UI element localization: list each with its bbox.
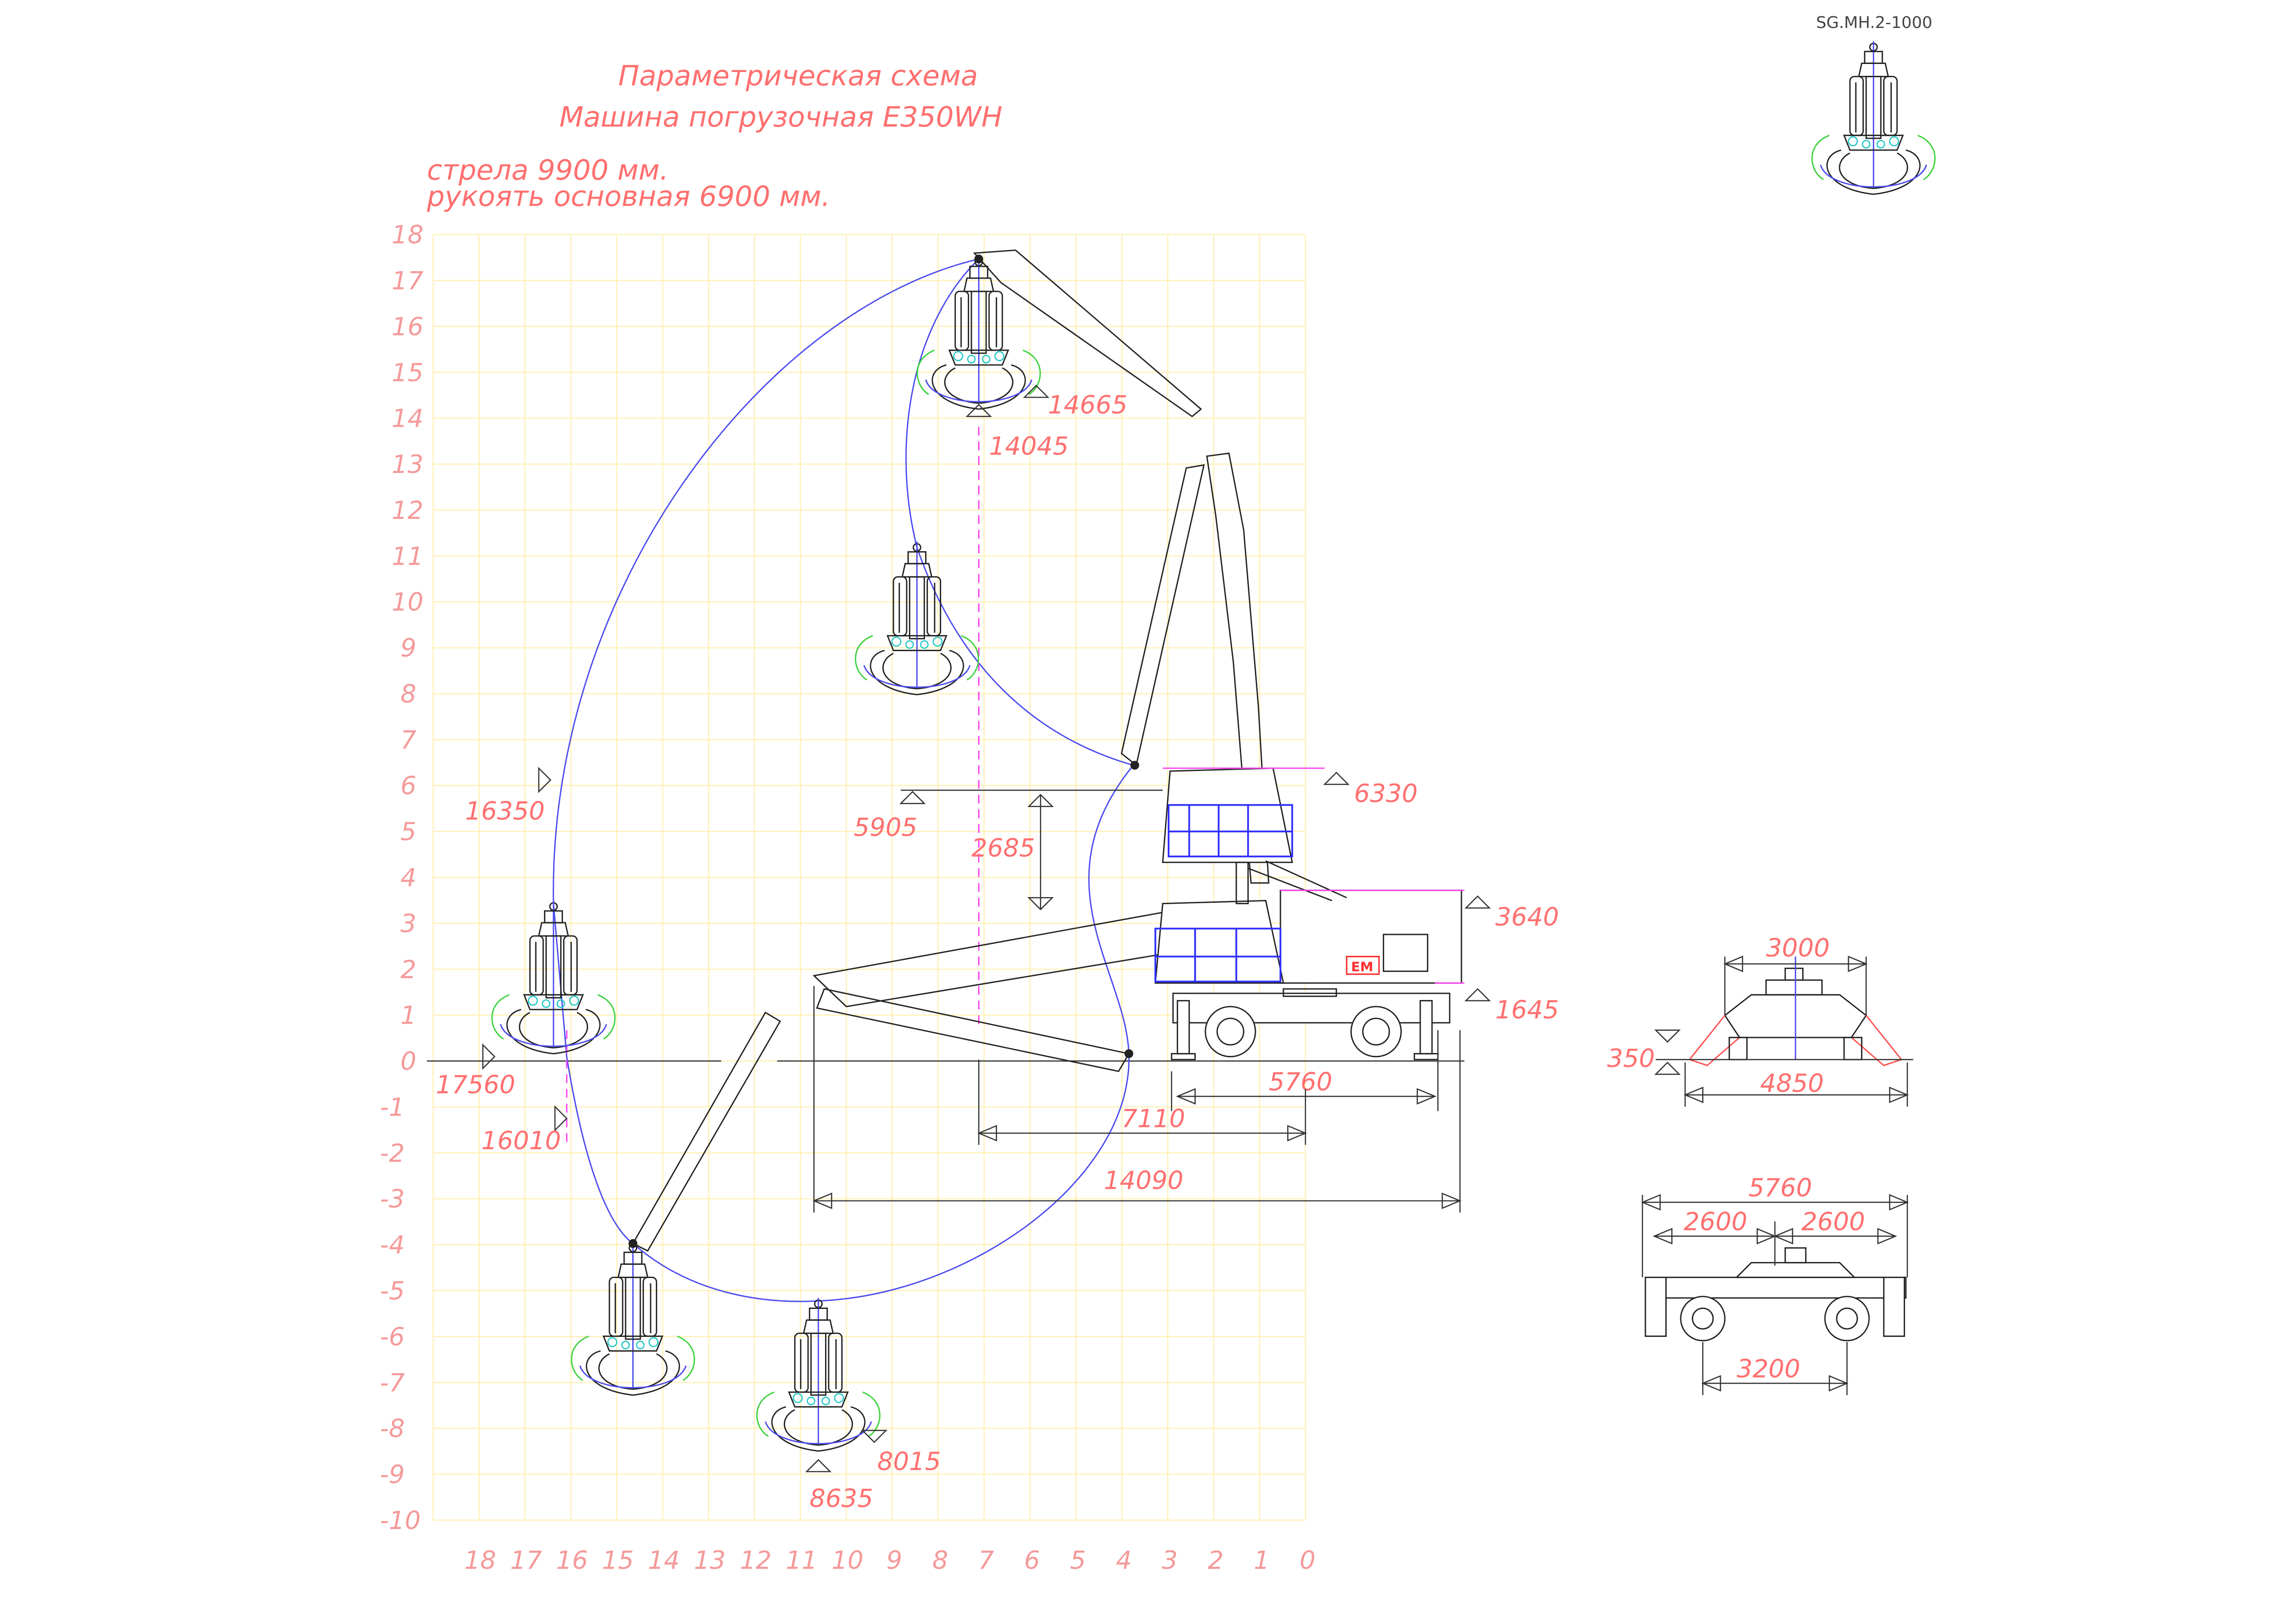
dim-5760-side: 5760 bbox=[1748, 1174, 1812, 1203]
dim-14665: 14665 bbox=[1048, 391, 1127, 420]
dim-2600-right: 2600 bbox=[1801, 1208, 1865, 1236]
y-tick-label: 11 bbox=[391, 542, 423, 571]
x-tick-label: 7 bbox=[978, 1546, 994, 1575]
machine-side-view: EM bbox=[1154, 767, 1465, 1061]
x-tick-label: 2 bbox=[1208, 1546, 1224, 1575]
dim-17560: 17560 bbox=[436, 1071, 516, 1099]
x-tick-label: 13 bbox=[694, 1546, 726, 1575]
y-tick-label: 7 bbox=[400, 726, 417, 754]
y-tick-label: 4 bbox=[400, 863, 417, 892]
grid bbox=[432, 234, 1307, 1521]
machine-front-view: 3000 4850 350 bbox=[1607, 934, 1914, 1107]
dim-2685: 2685 bbox=[971, 834, 1035, 863]
x-tick-label: 16 bbox=[556, 1546, 588, 1575]
y-tick-label: 15 bbox=[391, 358, 423, 387]
boom-stick-poses bbox=[628, 249, 1270, 1252]
x-tick-label: 3 bbox=[1162, 1546, 1178, 1575]
y-tick-label: 0 bbox=[400, 1047, 417, 1076]
y-tick-label: 13 bbox=[391, 450, 423, 479]
dim-4850: 4850 bbox=[1760, 1069, 1824, 1098]
x-tick-label: 5 bbox=[1070, 1546, 1086, 1575]
dim-3200: 3200 bbox=[1737, 1355, 1800, 1384]
dim-3640: 3640 bbox=[1495, 903, 1559, 932]
x-tick-label: 4 bbox=[1116, 1546, 1132, 1575]
dim-14045: 14045 bbox=[989, 432, 1069, 461]
dim-8635: 8635 bbox=[809, 1484, 873, 1513]
x-tick-label: 1 bbox=[1253, 1546, 1270, 1575]
y-tick-label: 2 bbox=[400, 955, 417, 984]
y-tick-label: 12 bbox=[391, 496, 423, 525]
brand-logo: EM bbox=[1351, 959, 1373, 975]
grab-low-left bbox=[571, 1241, 695, 1396]
y-tick-label: -2 bbox=[380, 1139, 405, 1168]
x-tick-label: 6 bbox=[1024, 1546, 1040, 1575]
drawing-code: SG.MH.2-1000 bbox=[1816, 13, 1932, 32]
y-tick-label: -10 bbox=[380, 1506, 421, 1535]
dimension-annotations: 14665 14045 6330 5905 2685 3640 1645 163… bbox=[436, 384, 1559, 1513]
dim-16010: 16010 bbox=[481, 1126, 561, 1155]
x-tick-label: 11 bbox=[786, 1546, 817, 1575]
x-tick-label: 14 bbox=[648, 1546, 680, 1575]
dim-1645: 1645 bbox=[1495, 996, 1559, 1025]
grab-top bbox=[917, 255, 1041, 410]
y-tick-label: 16 bbox=[391, 312, 423, 341]
x-tick-label: 8 bbox=[932, 1546, 948, 1575]
dim-16350: 16350 bbox=[465, 797, 545, 826]
y-tick-label: -4 bbox=[380, 1231, 405, 1260]
x-tick-label: 0 bbox=[1299, 1546, 1316, 1575]
y-tick-label: -1 bbox=[380, 1093, 405, 1122]
y-tick-label: 14 bbox=[391, 404, 423, 433]
grab-mid bbox=[854, 541, 980, 696]
y-tick-label: 6 bbox=[400, 772, 417, 800]
y-tick-label: 1 bbox=[400, 1001, 417, 1030]
machine-model: Машина погрузочная E350WH bbox=[559, 100, 1002, 133]
dim-5760: 5760 bbox=[1269, 1068, 1332, 1097]
boom-length: стрела 9900 мм. bbox=[427, 154, 669, 186]
diagram-title: Параметрическая схема bbox=[618, 59, 978, 92]
dim-8015: 8015 bbox=[877, 1447, 941, 1476]
y-tick-label: 10 bbox=[391, 588, 423, 617]
y-tick-label: -8 bbox=[380, 1415, 405, 1444]
dim-350: 350 bbox=[1607, 1044, 1655, 1073]
dim-7110: 7110 bbox=[1122, 1105, 1185, 1134]
dim-5905: 5905 bbox=[853, 813, 917, 842]
y-tick-label: 17 bbox=[391, 267, 424, 296]
y-tick-label: 5 bbox=[400, 817, 417, 846]
x-tick-label: 10 bbox=[832, 1546, 863, 1575]
undercarriage-view: 5760 2600 2600 3200 bbox=[1641, 1174, 1909, 1395]
y-tick-label: 18 bbox=[391, 221, 423, 250]
x-tick-label: 9 bbox=[886, 1546, 902, 1575]
y-tick-label: -5 bbox=[380, 1277, 405, 1306]
working-envelope bbox=[553, 258, 1134, 1302]
dim-14090: 14090 bbox=[1104, 1166, 1183, 1195]
x-tick-label: 17 bbox=[510, 1546, 543, 1575]
x-tick-label: 18 bbox=[464, 1546, 496, 1575]
y-tick-label: -7 bbox=[380, 1369, 405, 1398]
x-tick-label: 12 bbox=[740, 1546, 771, 1575]
stick-length: рукоять основная 6900 мм. bbox=[427, 180, 830, 213]
y-tick-label: -9 bbox=[380, 1461, 405, 1489]
y-tick-label: 9 bbox=[400, 634, 417, 663]
y-tick-label: -3 bbox=[380, 1185, 405, 1214]
y-tick-label: -6 bbox=[380, 1323, 405, 1352]
dim-3000: 3000 bbox=[1766, 934, 1830, 962]
dim-6330: 6330 bbox=[1354, 779, 1417, 808]
y-tick-label: 3 bbox=[400, 909, 417, 938]
grab-legend bbox=[1811, 40, 1936, 195]
dim-2600-left: 2600 bbox=[1684, 1208, 1747, 1236]
y-tick-label: 8 bbox=[400, 680, 417, 708]
x-tick-label: 15 bbox=[602, 1546, 634, 1575]
